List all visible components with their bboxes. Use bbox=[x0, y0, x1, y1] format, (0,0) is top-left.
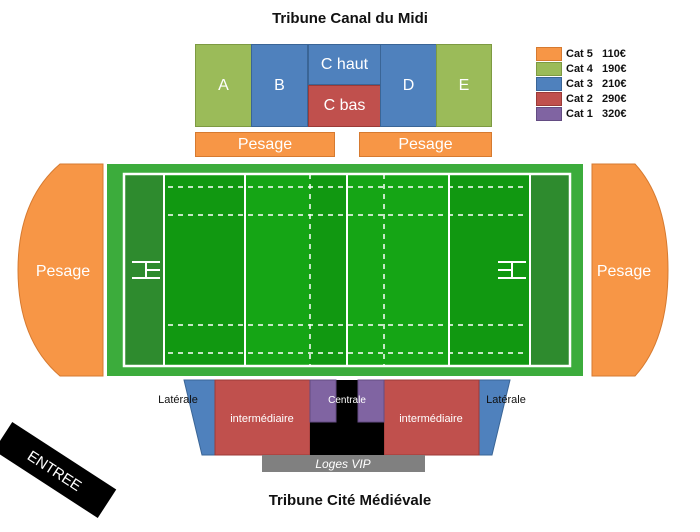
pitch-lines bbox=[163, 174, 531, 366]
legend-label: Cat 4 bbox=[566, 63, 593, 75]
block-d[interactable]: D bbox=[380, 44, 437, 127]
legend-cat1: Cat 1 320€ bbox=[536, 107, 626, 121]
block-c-bas-label: C bas bbox=[323, 97, 366, 114]
goal-posts-west bbox=[132, 261, 160, 279]
centrale-label: Centrale bbox=[328, 395, 366, 406]
block-centrale-east[interactable] bbox=[357, 379, 385, 423]
block-b-label: B bbox=[274, 76, 285, 94]
pesage-north-left[interactable]: Pesage bbox=[195, 132, 335, 157]
pesage-north-right[interactable]: Pesage bbox=[359, 132, 492, 157]
south-stand-title: Tribune Cité Médiévale bbox=[268, 492, 432, 509]
block-a[interactable]: A bbox=[195, 44, 252, 127]
pesage-west[interactable] bbox=[17, 163, 104, 377]
pesage-north-right-label: Pesage bbox=[398, 135, 453, 153]
legend-swatch bbox=[536, 92, 562, 106]
block-e-label: E bbox=[458, 76, 470, 94]
block-intermediaire-west[interactable] bbox=[214, 379, 311, 456]
intermediaire-west-label: intermédiaire bbox=[230, 413, 294, 425]
legend-label: Cat 3 bbox=[566, 78, 593, 90]
loges-vip[interactable] bbox=[262, 455, 425, 472]
block-b[interactable]: B bbox=[251, 44, 308, 127]
dashed-lines bbox=[168, 174, 528, 366]
legend-cat4: Cat 4 190€ bbox=[536, 62, 626, 76]
legend-cat2: Cat 2 290€ bbox=[536, 92, 626, 106]
legend-swatch bbox=[536, 62, 562, 76]
legend-label: Cat 1 bbox=[566, 108, 593, 120]
block-d-label: D bbox=[402, 76, 415, 94]
loges-vip-label: Loges VIP bbox=[315, 457, 370, 471]
block-laterale-west[interactable] bbox=[183, 379, 216, 456]
block-laterale-east[interactable] bbox=[478, 379, 511, 456]
laterale-west-label: Latérale bbox=[158, 394, 198, 406]
block-e[interactable]: E bbox=[436, 44, 492, 127]
legend-price: 110€ bbox=[602, 48, 626, 60]
pesage-north-left-label: Pesage bbox=[237, 135, 293, 153]
pesage-east-label: Pesage bbox=[597, 263, 651, 280]
legend-price: 320€ bbox=[602, 108, 627, 120]
laterale-east-label: Latérale bbox=[486, 394, 526, 406]
legend-price: 290€ bbox=[602, 93, 627, 105]
legend-price: 190€ bbox=[602, 63, 627, 75]
block-centrale-west[interactable] bbox=[309, 379, 337, 423]
block-c-bas[interactable]: C bas bbox=[308, 85, 381, 127]
block-c-haut[interactable]: C haut bbox=[308, 44, 381, 85]
legend-swatch bbox=[536, 77, 562, 91]
intermediaire-east-label: intermédiaire bbox=[399, 413, 463, 425]
legend-cat3: Cat 3 210€ bbox=[536, 77, 626, 91]
pesage-west-label: Pesage bbox=[36, 263, 90, 280]
goal-posts-east bbox=[498, 261, 526, 279]
pesage-east[interactable] bbox=[591, 163, 669, 377]
legend-swatch bbox=[536, 107, 562, 121]
block-c-haut-label: C haut bbox=[320, 55, 369, 73]
legend-swatch bbox=[536, 47, 562, 61]
north-stand-title: Tribune Canal du Midi bbox=[272, 10, 428, 27]
block-a-label: A bbox=[218, 76, 229, 94]
legend-cat5: Cat 5 110€ bbox=[536, 47, 626, 61]
block-intermediaire-east[interactable] bbox=[383, 379, 480, 456]
legend-label: Cat 2 bbox=[566, 93, 593, 105]
entree-banner[interactable]: ENTREE bbox=[0, 421, 117, 519]
in-goal-east bbox=[530, 174, 570, 366]
legend-price: 210€ bbox=[602, 78, 627, 90]
legend-label: Cat 5 bbox=[566, 48, 593, 60]
